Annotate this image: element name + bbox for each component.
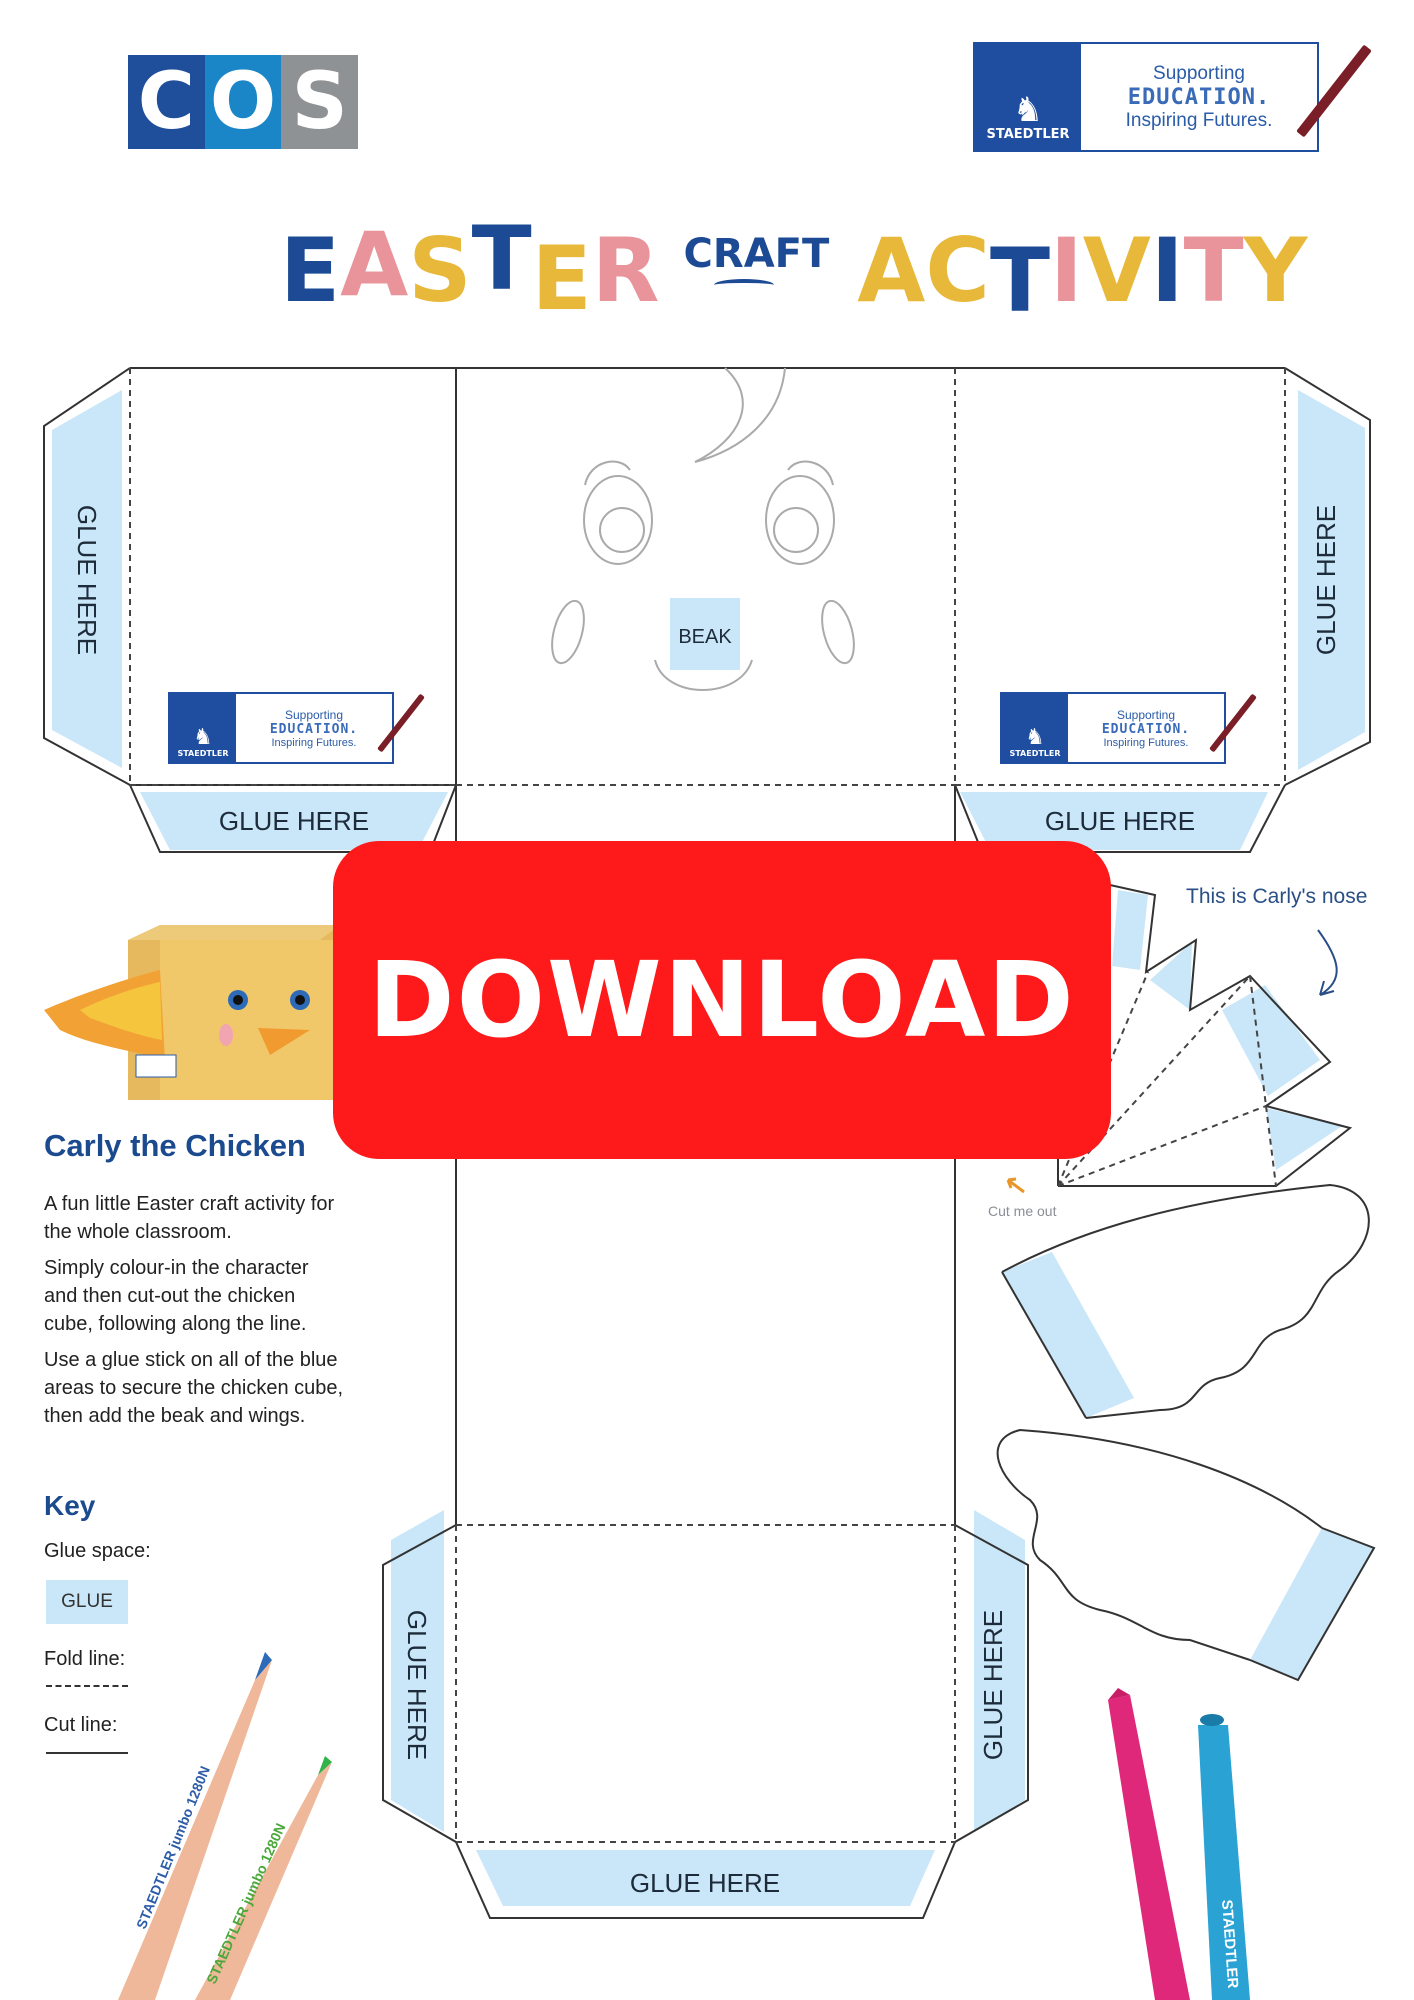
badge-line1: Supporting	[1153, 62, 1245, 84]
badge-line1: Supporting	[284, 707, 344, 722]
instructions-paragraph: Simply colour-in the character and then …	[44, 1257, 309, 1335]
badge-line3: Inspiring Futures.	[1103, 736, 1189, 749]
staedtler-brand: STAEDTLER	[1009, 749, 1061, 758]
title-letter: A	[340, 213, 409, 316]
badge-line3: Inspiring Futures.	[271, 736, 357, 749]
intro-paragraph: A fun little Easter craft activity for t…	[44, 1193, 335, 1243]
fold-line-sample	[46, 1685, 128, 1687]
title-letter: E	[280, 219, 341, 322]
glue-label: GLUE HERE	[1045, 806, 1195, 836]
badge-line3: Inspiring Futures.	[1125, 109, 1273, 131]
cut-line-label: Cut line:	[44, 1714, 118, 1736]
cos-logo-s: S	[281, 55, 359, 149]
activity-heading: Carly the Chicken	[44, 1128, 306, 1163]
glue-label: GLUE HERE	[630, 1868, 780, 1898]
title-letter: I	[1050, 219, 1083, 322]
badge-line1: Supporting	[1116, 707, 1176, 722]
glue-space-label: Glue space:	[44, 1540, 151, 1562]
nose-annotation: This is Carly's nose	[1186, 885, 1368, 908]
glue-label: GLUE HERE	[1311, 505, 1341, 655]
cut-line-sample	[46, 1752, 128, 1754]
staedtler-brand: STAEDTLER	[986, 127, 1070, 142]
chicken-cube-illustration	[44, 925, 340, 1100]
glue-instructions-paragraph: Use a glue stick on all of the blue area…	[44, 1349, 344, 1427]
glue-swatch: GLUE	[46, 1580, 128, 1624]
title-letter: S	[408, 219, 472, 322]
staedtler-head-icon: ♞	[1025, 725, 1045, 750]
title-letter: E	[531, 227, 592, 330]
badge-line2: EDUCATION.	[269, 721, 359, 737]
staedtler-badge-small: ♞STAEDTLER Supporting EDUCATION. Inspiri…	[168, 692, 425, 764]
title-letter: A	[857, 219, 926, 322]
glue-label: GLUE HERE	[219, 806, 369, 836]
title-craft: CRAFT	[683, 231, 830, 283]
marker-brand-text: STAEDTLER	[1218, 1899, 1241, 1989]
staedtler-supporting-education-logo: ♞STAEDTLER Supporting EDUCATION. Inspiri…	[973, 42, 1372, 152]
fold-line-label: Fold line:	[44, 1648, 126, 1670]
title-letter: V	[1082, 219, 1151, 322]
title-letter: I	[1150, 219, 1184, 322]
download-button[interactable]: DOWNLOAD	[333, 841, 1111, 1159]
glue-label: GLUE HERE	[72, 505, 102, 655]
badge-line2: EDUCATION.	[1127, 84, 1271, 110]
beak-label: BEAK	[678, 626, 732, 648]
staedtler-badge-small: ♞STAEDTLER Supporting EDUCATION. Inspiri…	[1000, 692, 1257, 764]
staedtler-head-icon: ♞	[1012, 90, 1044, 130]
staedtler-brand: STAEDTLER	[177, 749, 229, 758]
staedtler-head-icon: ♞	[193, 725, 213, 750]
title-letter: T	[1183, 219, 1244, 322]
title-letter: Y	[1243, 219, 1308, 322]
title-letter: R	[591, 219, 660, 322]
title-letter: T	[471, 207, 532, 310]
cut-me-out-label: Cut me out	[988, 1203, 1057, 1219]
page-title: E A S T E R CRAFT A C T I V I T Y	[280, 207, 1307, 325]
cos-logo: C O S	[128, 55, 359, 149]
cos-logo-o: O	[204, 55, 282, 149]
glue-label: GLUE HERE	[978, 1610, 1008, 1760]
title-letter: C	[925, 219, 990, 322]
badge-line2: EDUCATION.	[1101, 721, 1191, 737]
glue-label: GLUE HERE	[402, 1610, 432, 1760]
title-letter: T	[989, 229, 1051, 332]
cos-logo-c: C	[128, 55, 205, 149]
key-heading: Key	[44, 1490, 96, 1521]
